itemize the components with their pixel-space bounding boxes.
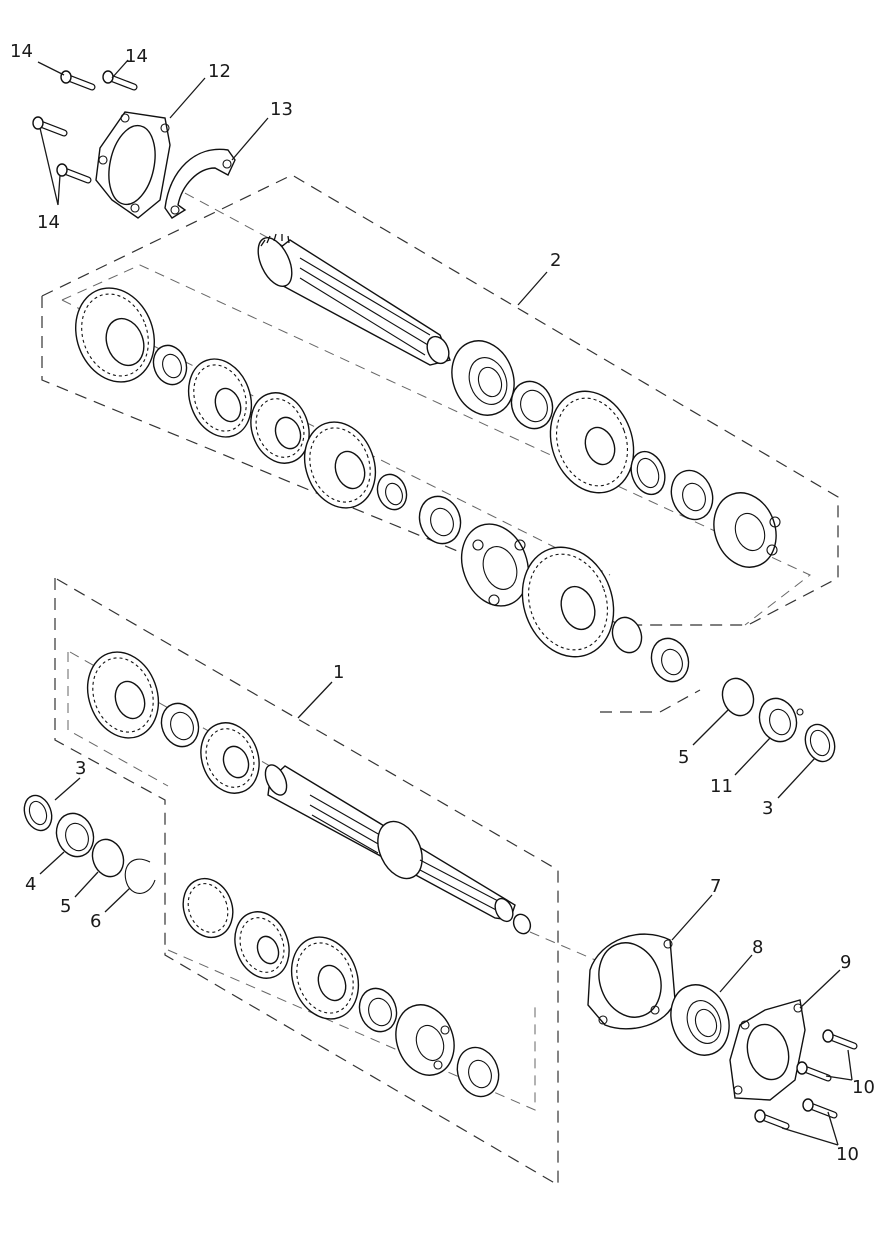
ball-bearing-8: [670, 984, 730, 1056]
input-mainshaft: [264, 764, 516, 923]
callout-5: 5: [60, 896, 71, 917]
callout-9: 9: [840, 952, 851, 973]
output-selector-hub-2: [713, 492, 781, 568]
callout-11: 11: [710, 776, 733, 797]
input-gear-2: [200, 722, 260, 794]
bush-4: [55, 812, 95, 858]
output-ball-bearing: [451, 340, 515, 416]
retaining-plate-9: [729, 999, 806, 1101]
output-splined-bush-2: [670, 469, 714, 521]
input-splined-bush: [456, 1046, 500, 1098]
input-needle-bearing: [160, 702, 200, 748]
input-shaft-axis: [529, 931, 601, 963]
output-gear-3: [250, 392, 310, 464]
callout-3: 3: [75, 758, 86, 779]
input-gear-3: [182, 877, 234, 939]
output-gear-2: [187, 358, 253, 438]
callout-1: 1: [333, 662, 344, 683]
callout-8: 8: [752, 937, 763, 958]
output-needle-bearing-1: [152, 344, 188, 386]
leader-lines: [37, 59, 853, 1146]
callout-14: 14: [125, 46, 148, 67]
callout-labels: 14 14 12 13 14 2 1 3 4 5 6 5 11 3 7 8 9 …: [10, 41, 875, 1165]
output-mainshaft: [257, 233, 451, 366]
circlip-6: [124, 858, 156, 894]
input-gear-4: [234, 911, 290, 979]
input-selector-hub: [395, 1004, 455, 1076]
callout-14: 14: [37, 212, 60, 233]
output-needle-bearing-2: [376, 473, 408, 511]
washer-3-left: [23, 794, 53, 832]
bush-11: [758, 697, 804, 743]
input-shaft-assembly-frame: [54, 577, 701, 1187]
callout-7: 7: [710, 876, 721, 897]
input-gear-1: [86, 651, 160, 739]
input-needle-bearing-2: [358, 987, 398, 1033]
output-gear-4: [303, 421, 377, 509]
output-selector-hub: [460, 523, 530, 607]
callout-4: 4: [25, 874, 36, 895]
output-shaft-assembly-frame: [41, 174, 839, 626]
output-bush-1: [611, 616, 643, 654]
input-gear-5: [290, 936, 360, 1020]
callout-14: 14: [10, 41, 33, 62]
callout-12: 12: [208, 61, 231, 82]
output-gear-large-right: [521, 546, 615, 658]
callout-3: 3: [762, 798, 773, 819]
needle-bearing-5-right: [721, 677, 755, 717]
cover-plate-12: [95, 111, 171, 219]
output-splined-bush: [418, 495, 462, 545]
callout-10: 10: [836, 1144, 859, 1165]
output-collar: [510, 380, 554, 430]
output-bush-2: [650, 637, 690, 683]
needle-bearing-5-left: [91, 838, 125, 878]
callout-10: 10: [852, 1077, 875, 1098]
shim-plate-13: [164, 148, 236, 219]
bearing-housing-7: [587, 933, 676, 1030]
washer-3-right: [804, 723, 836, 763]
input-shaft-plug: [512, 913, 532, 935]
callout-5: 5: [678, 747, 689, 768]
output-thrust-washer: [630, 450, 666, 496]
callout-2: 2: [550, 250, 561, 271]
output-gear-right-row: [549, 390, 635, 494]
callout-6: 6: [90, 911, 101, 932]
output-gear-large-left: [74, 287, 156, 383]
callout-13: 13: [270, 99, 293, 120]
